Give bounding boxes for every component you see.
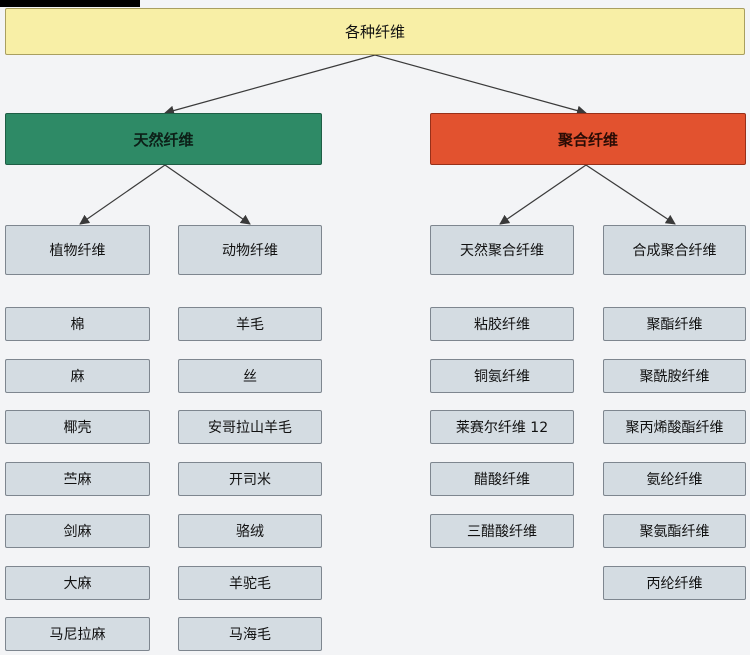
leaf-plant-2: 椰壳 [5,410,150,444]
animal-fiber-node: 动物纤维 [178,225,322,275]
edge-root-natural [164,54,376,116]
leaf-plant-6: 马尼拉麻 [5,617,150,651]
synthetic-polymer-node: 合成聚合纤维 [603,225,746,275]
leaf-natural-polymer-3: 醋酸纤维 [430,462,574,496]
leaf-synthetic-polymer-3: 氨纶纤维 [603,462,746,496]
plant-fiber-node: 植物纤维 [5,225,150,275]
leaf-synthetic-polymer-2: 聚丙烯酸酯纤维 [603,410,746,444]
leaf-plant-5: 大麻 [5,566,150,600]
leaf-natural-polymer-0: 粘胶纤维 [430,307,574,341]
synthetic-fiber-node: 聚合纤维 [430,113,746,165]
edge-natural-animal [164,164,251,225]
leaf-natural-polymer-4: 三醋酸纤维 [430,514,574,548]
leaf-plant-3: 苎麻 [5,462,150,496]
leaf-synthetic-polymer-0: 聚酯纤维 [603,307,746,341]
leaf-animal-5: 羊驼毛 [178,566,322,600]
leaf-plant-0: 棉 [5,307,150,341]
top-black-bar [0,0,140,7]
leaf-natural-polymer-2: 莱赛尔纤维 12 [430,410,574,444]
leaf-plant-1: 麻 [5,359,150,393]
edge-natural-plant [79,164,166,225]
leaf-animal-2: 安哥拉山羊毛 [178,410,322,444]
edge-synthetic-synthetic-polymer [585,164,676,225]
leaf-animal-4: 骆绒 [178,514,322,548]
edge-root-synthetic [374,54,587,116]
leaf-animal-6: 马海毛 [178,617,322,651]
root-node: 各种纤维 [5,8,745,55]
natural-fiber-node: 天然纤维 [5,113,322,165]
leaf-animal-1: 丝 [178,359,322,393]
leaf-synthetic-polymer-5: 丙纶纤维 [603,566,746,600]
leaf-synthetic-polymer-4: 聚氨酯纤维 [603,514,746,548]
leaf-animal-0: 羊毛 [178,307,322,341]
edge-synthetic-natural-polymer [499,164,587,225]
leaf-animal-3: 开司米 [178,462,322,496]
leaf-plant-4: 剑麻 [5,514,150,548]
leaf-synthetic-polymer-1: 聚酰胺纤维 [603,359,746,393]
leaf-natural-polymer-1: 铜氨纤维 [430,359,574,393]
natural-polymer-node: 天然聚合纤维 [430,225,574,275]
